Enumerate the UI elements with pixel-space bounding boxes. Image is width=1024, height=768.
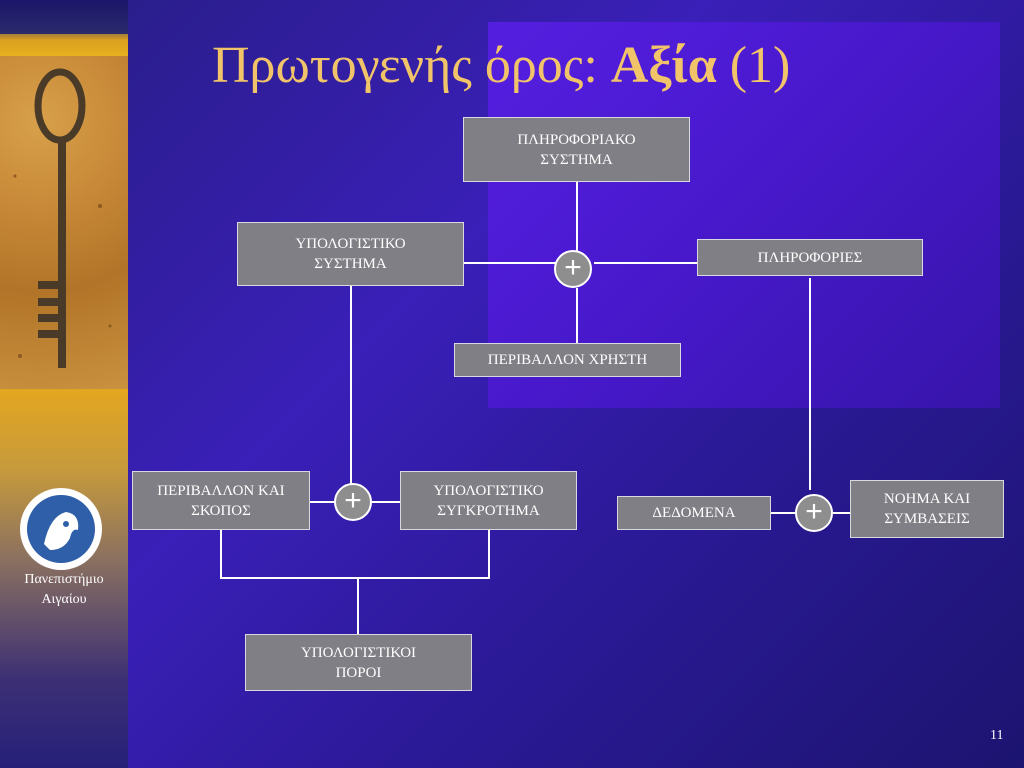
connector-line	[220, 530, 222, 578]
connector-line	[310, 501, 334, 503]
connector-line	[594, 262, 698, 264]
connector-line	[771, 512, 795, 514]
connector-line	[576, 288, 578, 344]
connector-line	[833, 512, 851, 514]
connector-line	[357, 577, 359, 635]
title-prefix: Πρωτογενής όρος:	[212, 37, 611, 94]
title-suffix: (1)	[716, 37, 791, 94]
key-icon	[0, 56, 128, 389]
connector-line	[464, 262, 556, 264]
university-name-line1: Πανεπιστήμιο	[24, 572, 104, 587]
information-system-box: ΠΛΗΡΟΦΟΡΙΑΚΟ ΣΥΣΤΗΜΑ	[463, 117, 690, 182]
sidebar: Πανεπιστήμιο Αιγαίου	[0, 0, 128, 768]
user-environment-box: ΠΕΡΙΒΑΛΛΟΝ ΧΡΗΣΤΗ	[454, 343, 681, 377]
university-name: Πανεπιστήμιο Αιγαίου	[0, 570, 128, 610]
connector-line	[350, 286, 352, 484]
information-box: ΠΛΗΡΟΦΟΡΙΕΣ	[697, 239, 923, 276]
connector-line	[488, 530, 490, 578]
computing-system-box: ΥΠΟΛΟΓΙΣΤΙΚΟ ΣΥΣΤΗΜΑ	[237, 222, 464, 286]
connector-line	[220, 577, 490, 579]
plus-node: +	[554, 250, 592, 288]
meaning-conventions-box: ΝΟΗΜΑ ΚΑΙ ΣΥΜΒΑΣΕΙΣ	[850, 480, 1004, 538]
computing-resources-box: ΥΠΟΛΟΓΙΣΤΙΚΟΙ ΠΟΡΟΙ	[245, 634, 472, 691]
connector-line	[372, 501, 400, 503]
plus-node: +	[795, 494, 833, 532]
sidebar-top-band	[0, 0, 128, 34]
environment-purpose-box: ΠΕΡΙΒΑΛΛΟΝ ΚΑΙ ΣΚΟΠΟΣ	[132, 471, 310, 530]
connector-line	[809, 278, 811, 490]
slide-title: Πρωτογενής όρος: Αξία (1)	[212, 34, 992, 98]
data-box: ΔΕΔΟΜΕΝΑ	[617, 496, 771, 530]
university-name-line2: Αιγαίου	[41, 592, 87, 607]
title-bold: Αξία	[610, 37, 717, 94]
connector-line	[576, 182, 578, 252]
plus-node: +	[334, 483, 372, 521]
page-number: 11	[990, 728, 1004, 743]
computing-assembly-box: ΥΠΟΛΟΓΙΣΤΙΚΟ ΣΥΓΚΡΟΤΗΜΑ	[400, 471, 577, 530]
university-seal-icon	[20, 488, 102, 570]
